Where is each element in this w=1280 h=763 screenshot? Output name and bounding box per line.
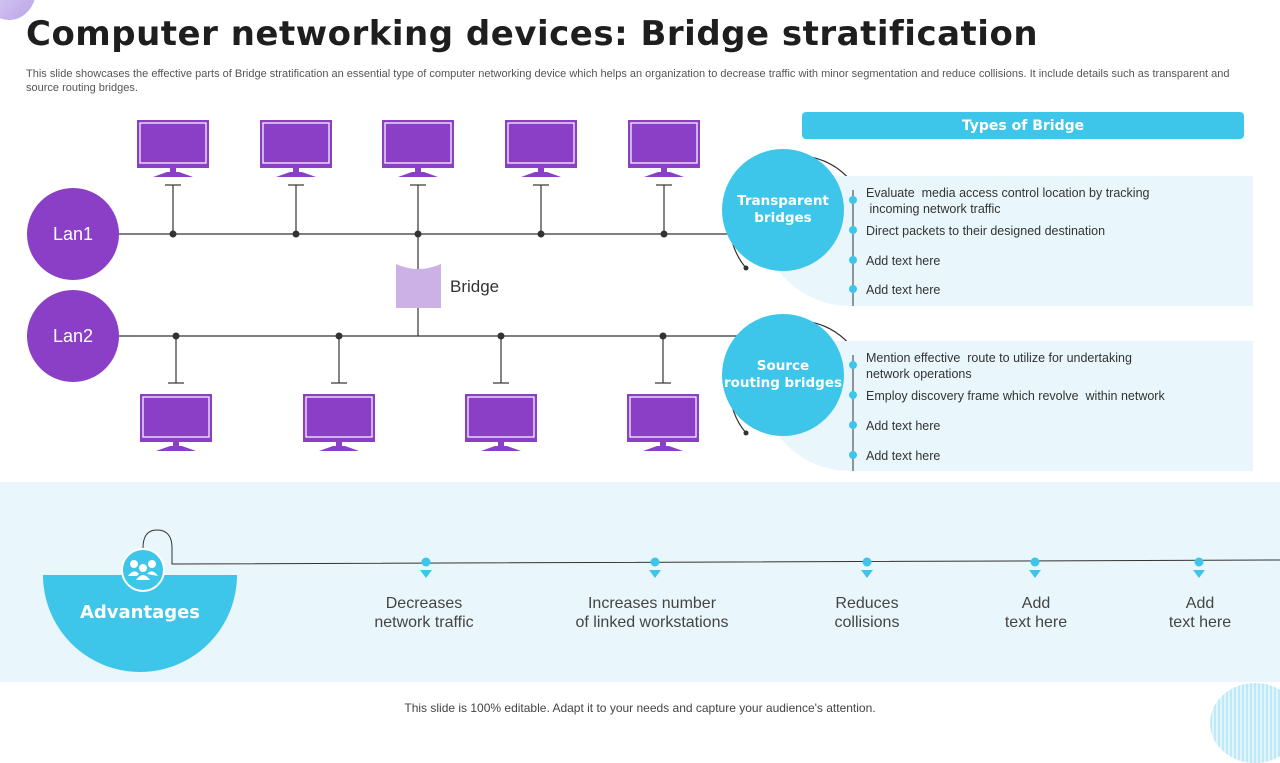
bridge-label: Bridge	[450, 277, 500, 296]
bullet-dot	[849, 196, 857, 204]
timeline-arrow	[649, 570, 661, 578]
timeline-arrow	[420, 570, 432, 578]
bullet-dot	[849, 421, 857, 429]
junction-dot	[497, 332, 505, 340]
monitor-icon	[260, 120, 332, 177]
monitor-icon	[627, 394, 699, 451]
junction-dot	[537, 230, 545, 238]
source-bullet-1: Mention effective route to utilize for u…	[866, 351, 1132, 381]
bullet-dot	[849, 451, 857, 459]
monitor-icon	[628, 120, 700, 177]
transparent-bullet-1: Evaluate media access control location b…	[866, 186, 1150, 216]
lan2-node: Lan2	[27, 290, 119, 382]
source-bullet-4: Add text here	[866, 449, 941, 463]
monitor-icon	[137, 120, 209, 177]
bullet-dot	[849, 285, 857, 293]
bullet-dot	[849, 361, 857, 369]
lan2-workstations	[140, 332, 699, 451]
timeline-arrow	[1029, 570, 1041, 578]
advantages-timeline	[142, 529, 1280, 578]
timeline-dot	[1194, 557, 1204, 567]
junction-dot	[660, 230, 668, 238]
types-of-bridge-header: Types of Bridge	[802, 112, 1244, 139]
monitor-icon	[140, 394, 212, 451]
monitor-icon	[382, 120, 454, 177]
junction-dot	[414, 230, 422, 238]
advantage-item-5: Add text here	[1168, 595, 1232, 631]
bridge-icon	[396, 264, 441, 308]
source-routing-bridges-circle: Source routing bridges	[722, 314, 844, 436]
junction-dot	[172, 332, 180, 340]
advantage-item-3: Reduces collisions	[834, 595, 900, 631]
monitor-icon	[465, 394, 537, 451]
transparent-bullet-2: Direct packets to their designed destina…	[866, 224, 1106, 238]
transparent-bullet-3: Add text here	[866, 254, 941, 268]
timeline-dot	[421, 557, 431, 567]
bullet-dot	[849, 256, 857, 264]
source-bullet-2: Employ discovery frame which revolve wit…	[866, 389, 1165, 403]
lan1-node: Lan1	[27, 188, 119, 280]
transparent-bridges-circle: Transparent bridges	[722, 149, 844, 271]
advantage-item-4: Add text here	[1004, 595, 1068, 631]
junction-dot	[292, 230, 300, 238]
corner-decoration-bottom	[1210, 683, 1280, 763]
timeline-arrow	[861, 570, 873, 578]
monitor-icon	[505, 120, 577, 177]
junction-dot	[659, 332, 667, 340]
junction-dot	[169, 230, 177, 238]
page-subtitle: This slide showcases the effective parts…	[26, 68, 1230, 94]
lan1-workstations	[137, 120, 700, 238]
timeline-dot	[1030, 557, 1040, 567]
advantage-item-1: Decreases network traffic	[374, 595, 474, 631]
timeline-arrow	[1193, 570, 1205, 578]
network-diagram	[118, 120, 851, 451]
page-title: Computer networking devices: Bridge stra…	[26, 14, 1039, 54]
people-icon	[121, 548, 165, 592]
timeline-dot	[650, 557, 660, 567]
bullet-dot	[849, 226, 857, 234]
advantage-item-2: Increases number of linked workstations	[575, 595, 729, 631]
junction-dot	[335, 332, 343, 340]
footer-note: This slide is 100% editable. Adapt it to…	[404, 701, 876, 715]
transparent-bullet-4: Add text here	[866, 283, 941, 297]
monitor-icon	[303, 394, 375, 451]
advantages-label: Advantages	[79, 602, 201, 623]
source-bullet-3: Add text here	[866, 419, 941, 433]
timeline-dot	[862, 557, 872, 567]
bullet-dot	[849, 391, 857, 399]
bullet-rails	[849, 190, 857, 471]
